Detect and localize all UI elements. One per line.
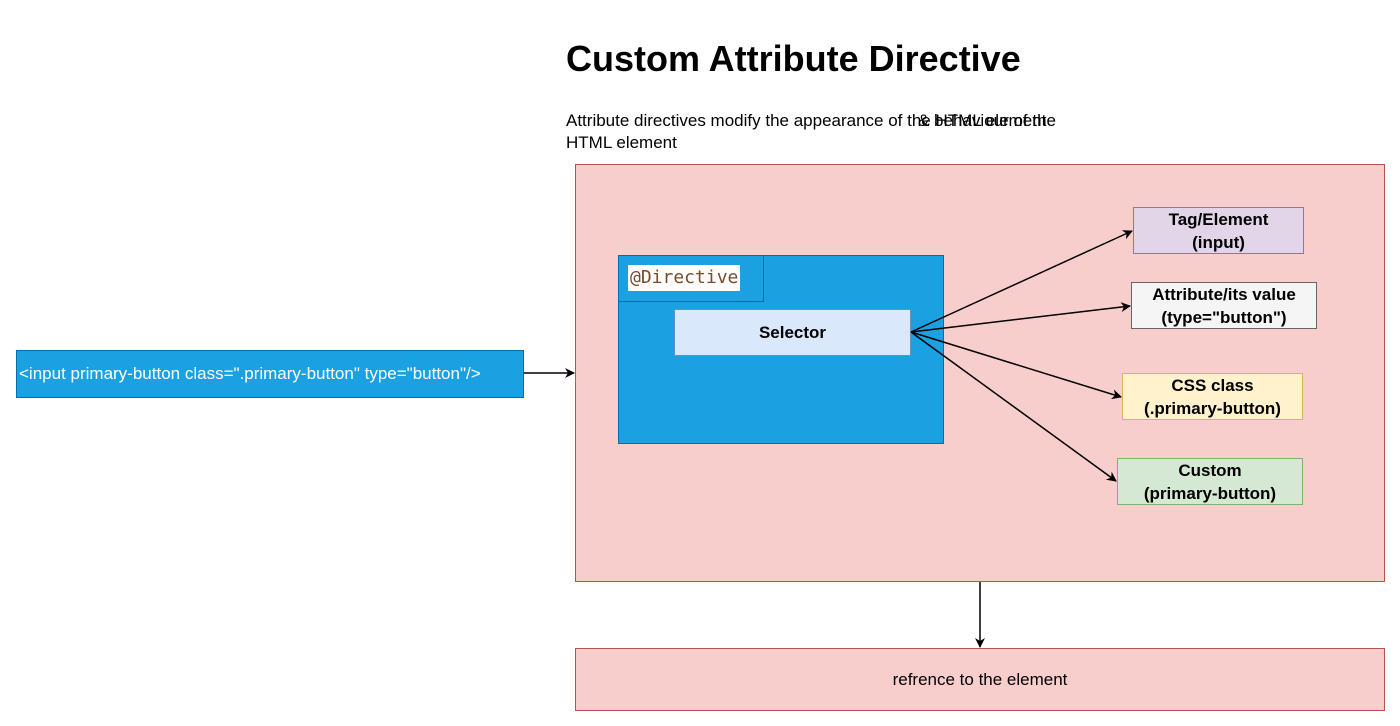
option-css-detail: (.primary-button) (1144, 398, 1281, 418)
directive-label: @Directive (628, 265, 741, 291)
selector-box: Selector (674, 309, 911, 356)
directive-tab (618, 255, 764, 302)
option-css-title: CSS class (1171, 375, 1254, 395)
selector-option-tag: Tag/Element (input) (1133, 207, 1304, 254)
option-custom-detail: (primary-button) (1143, 483, 1277, 503)
subtitle-text-a: Attribute directives modify the appearan… (566, 111, 1047, 130)
arrow-selector-to-custom (910, 331, 1117, 482)
selector-option-css-class: CSS class (.primary-button) (1122, 373, 1303, 420)
selector-option-attribute: Attribute/its value (type="button") (1131, 282, 1317, 329)
subtitle-line-2: HTML element (566, 133, 677, 152)
option-attribute-detail: (type="button") (1161, 307, 1287, 327)
arrow-selector-to-css (910, 331, 1122, 400)
arrow-selector-to-tag (910, 230, 1133, 333)
selector-option-custom: Custom (primary-button) (1117, 458, 1303, 505)
arrow-selector-to-attribute (910, 302, 1131, 333)
diagram-title: Custom Attribute Directive (566, 38, 1021, 79)
option-custom-title: Custom (1178, 460, 1242, 480)
reference-box: refrence to the element (575, 648, 1385, 711)
option-tag-title: Tag/Element (1168, 209, 1269, 229)
option-attribute-title: Attribute/its value (1152, 284, 1296, 304)
input-element-box: <input primary-button class=".primary-bu… (16, 350, 524, 398)
subtitle-text-b: & behaviour of the (918, 111, 1056, 130)
subtitle-line-1: Attribute directives modify the appearan… (566, 111, 1056, 131)
option-tag-detail: (input) (1192, 232, 1245, 252)
